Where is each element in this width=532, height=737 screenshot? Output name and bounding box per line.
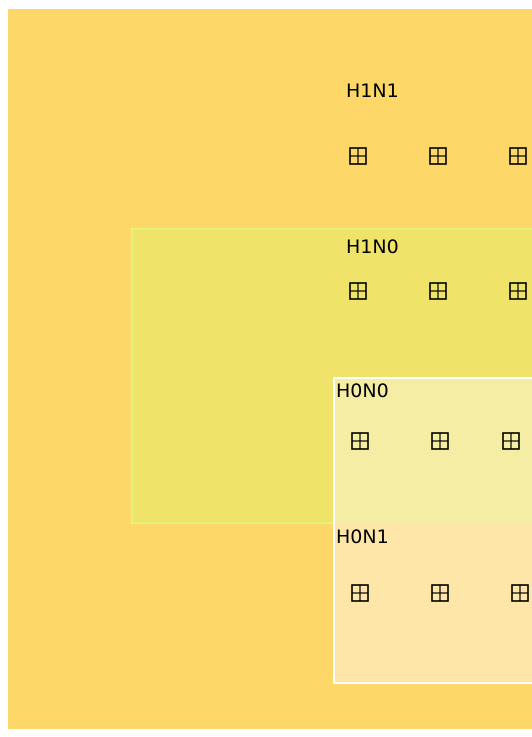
grid-icon xyxy=(429,282,447,300)
grid-icon xyxy=(351,584,369,602)
label-h1n0: H1N0 xyxy=(346,236,399,258)
grid-icon xyxy=(351,432,369,450)
grid-icon xyxy=(349,282,367,300)
node-h0n1-3 xyxy=(511,584,529,602)
node-h1n0-2 xyxy=(429,282,447,300)
grid-icon xyxy=(431,432,449,450)
node-h1n1-2 xyxy=(429,147,447,165)
node-h0n1-1 xyxy=(351,584,369,602)
label-h1n1: H1N1 xyxy=(346,80,399,102)
grid-icon xyxy=(509,282,527,300)
label-h0n1: H0N1 xyxy=(336,526,389,548)
region-h0n1 xyxy=(333,524,532,684)
region-h0n0 xyxy=(333,377,532,524)
node-h0n0-2 xyxy=(431,432,449,450)
grid-icon xyxy=(511,584,529,602)
node-h1n0-3 xyxy=(509,282,527,300)
node-h1n0-1 xyxy=(349,282,367,300)
node-h1n1-3 xyxy=(509,147,527,165)
grid-icon xyxy=(502,432,520,450)
node-h1n1-1 xyxy=(349,147,367,165)
grid-icon xyxy=(429,147,447,165)
grid-icon xyxy=(509,147,527,165)
node-h0n0-3 xyxy=(502,432,520,450)
grid-icon xyxy=(431,584,449,602)
node-h0n0-1 xyxy=(351,432,369,450)
label-h0n0: H0N0 xyxy=(336,380,389,402)
node-h0n1-2 xyxy=(431,584,449,602)
grid-icon xyxy=(349,147,367,165)
